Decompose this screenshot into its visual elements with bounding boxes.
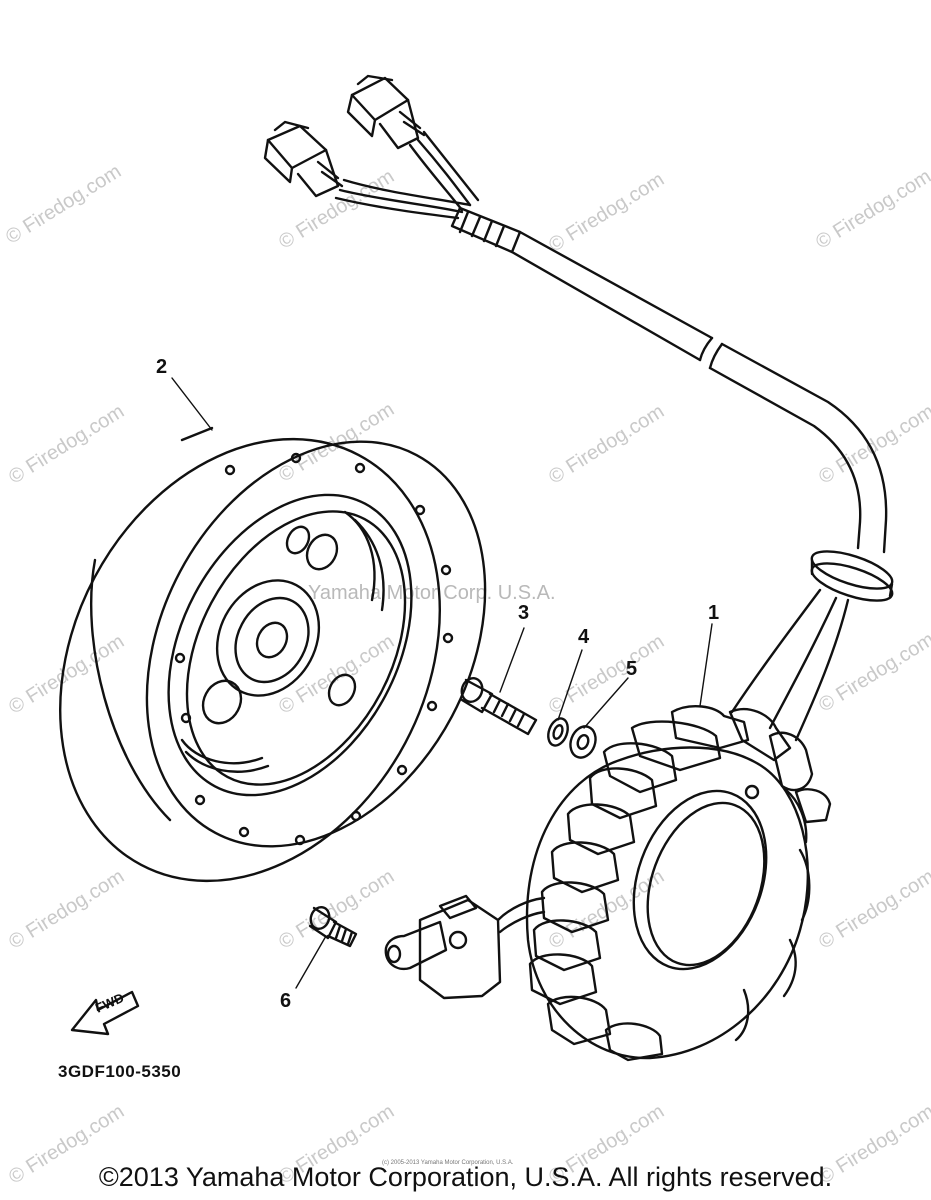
stator-assembly <box>525 705 832 1062</box>
leader-lines <box>171 377 713 989</box>
screw-3 <box>460 677 538 736</box>
callout-4: 4 <box>578 626 590 648</box>
washer-4 <box>547 717 569 747</box>
screw-6 <box>308 906 358 948</box>
callout-5: 5 <box>626 658 638 680</box>
center-watermark: Yamaha Motor Corp. U.S.A. <box>308 582 556 604</box>
callout-1: 1 <box>708 602 720 624</box>
connector-b <box>263 120 344 198</box>
fwd-arrow-icon <box>70 990 140 1036</box>
copyright-notice: ©2013 Yamaha Motor Corporation, U.S.A. A… <box>98 1162 833 1192</box>
connector-a <box>346 74 426 150</box>
part-code: 3GDF100-5350 <box>58 1062 182 1081</box>
washer-5 <box>569 725 597 759</box>
callout-3: 3 <box>518 602 530 624</box>
tiny-copyright: (c) 2005-2013 Yamaha Motor Corporation, … <box>382 1160 514 1166</box>
pickup-coil <box>384 894 546 1000</box>
rotor-flywheel <box>59 426 487 883</box>
callout-2: 2 <box>156 356 168 378</box>
wire-harness <box>263 74 894 742</box>
callout-6: 6 <box>280 990 292 1012</box>
